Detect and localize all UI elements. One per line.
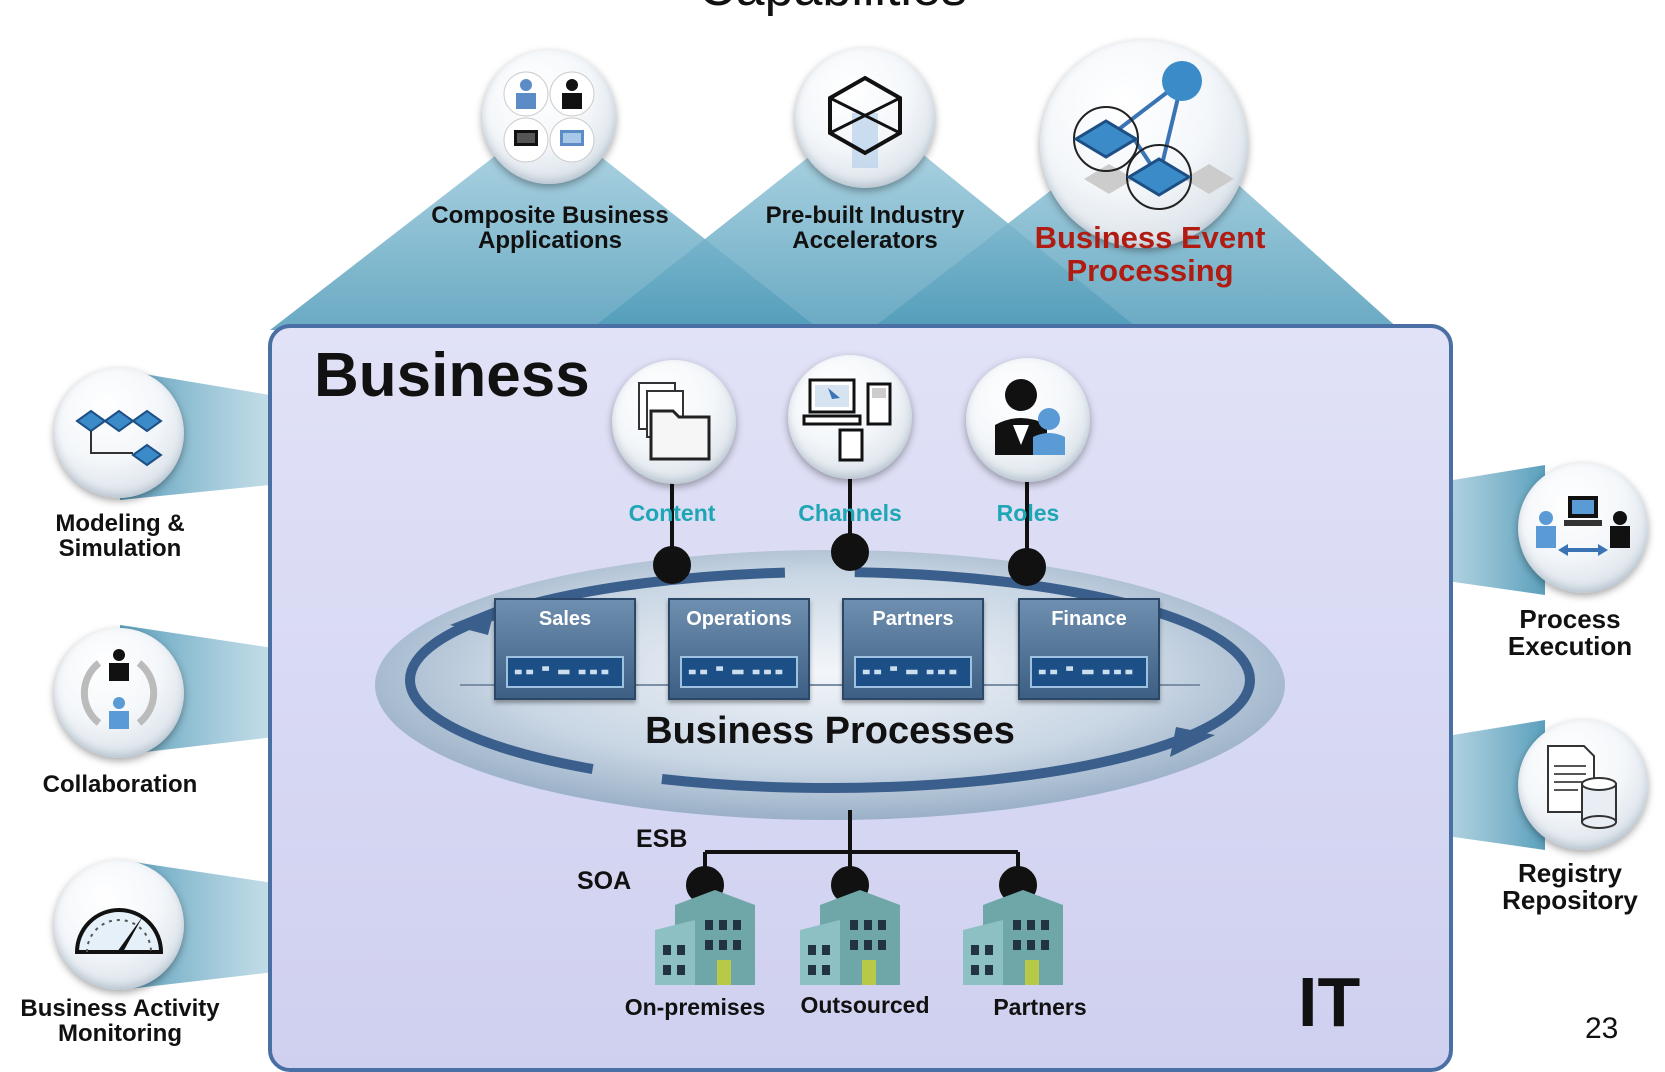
- capability-business-event-processing: Business Event Processing: [1034, 220, 1266, 288]
- page-title: Capabilities: [0, 0, 1665, 18]
- computer-devices-icon: [788, 355, 912, 479]
- people-roles-icon: [966, 358, 1090, 482]
- capability-pre-built-industry-accelerators: Pre-built Industry Accelerators: [765, 202, 965, 255]
- content-label: Content: [628, 500, 716, 526]
- capability-process-execution: Process Execution: [1507, 604, 1633, 662]
- process-box-operations: Operations: [668, 598, 810, 700]
- business-processes-label: Business Processes: [645, 710, 1015, 752]
- process-graph-icon: [1040, 40, 1248, 248]
- capability-collaboration: Collaboration: [42, 771, 198, 798]
- building-label-outsourced: Outsourced: [800, 992, 930, 1018]
- business-heading: Business: [314, 341, 590, 410]
- people-exchange-icon: [1518, 463, 1648, 593]
- capability-modeling-simulation: Modeling & Simulation: [55, 510, 185, 563]
- it-label: IT: [1298, 963, 1361, 1041]
- cube-icon: [795, 48, 935, 188]
- building-icon: [800, 890, 900, 985]
- channels-label: Channels: [798, 500, 902, 526]
- building-label-on-premises: On-premises: [624, 994, 766, 1020]
- capability-registry-repository: Registry Repository: [1502, 858, 1638, 916]
- building-label-partners: Partners: [993, 994, 1087, 1020]
- document-database-icon: [1518, 720, 1648, 850]
- esb-label: ESB: [636, 825, 688, 853]
- documents-folder-icon: [612, 360, 736, 484]
- page-number: 23: [1585, 1012, 1619, 1045]
- building-icon: [963, 890, 1063, 985]
- capability-composite-business-applications: Composite Business Applications: [431, 202, 669, 255]
- capability-business-activity-monitoring: Business Activity Monitoring: [20, 995, 220, 1048]
- flow-diamonds-icon: [54, 368, 184, 498]
- building-icon: [655, 890, 755, 985]
- soa-label: SOA: [577, 867, 632, 895]
- collaboration-cycle-icon: [54, 628, 184, 758]
- process-box-partners: Partners: [842, 598, 984, 700]
- process-box-sales: Sales: [494, 598, 636, 700]
- roles-label: Roles: [996, 500, 1060, 526]
- process-box-finance: Finance: [1018, 598, 1160, 700]
- people-computers-icon: [482, 50, 616, 184]
- gauge-icon: [54, 860, 184, 990]
